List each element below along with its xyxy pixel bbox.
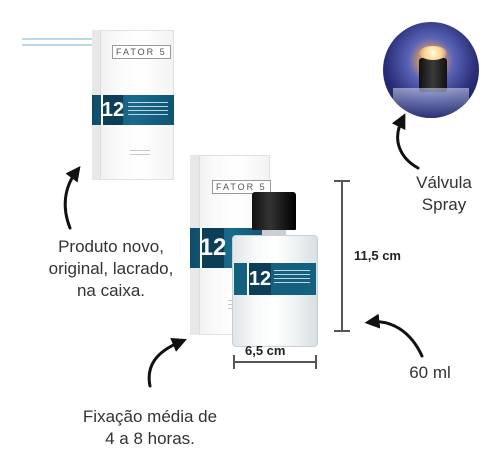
width-dimension-line: [234, 361, 316, 363]
valve-caption-line2: Spray: [421, 195, 467, 214]
arrow-to-box-icon: [63, 165, 81, 230]
box-footer-text: [130, 150, 150, 158]
new-product-line1: Produto novo,: [58, 237, 164, 256]
product-number: 12: [200, 228, 226, 268]
width-label: 6,5 cm: [245, 343, 286, 358]
bottle-label-text: [274, 270, 310, 284]
width-tick-left: [233, 355, 235, 369]
brand-logo: FATOR 5: [112, 45, 171, 59]
fixation-line1: Fixação média de: [82, 407, 218, 426]
fixation-line2: 4 a 8 horas.: [105, 429, 195, 448]
spray-mist-line: [22, 38, 92, 40]
bottle-neck: [262, 230, 286, 235]
new-product-line2: original, lacrado,: [48, 259, 174, 278]
height-tick-top: [334, 180, 350, 182]
arrow-to-bottle-icon: [364, 313, 424, 358]
height-tick-bottom: [334, 330, 350, 332]
valve-light: [419, 46, 447, 60]
width-tick-right: [315, 355, 317, 369]
valve-caption: Válvula Spray: [404, 172, 484, 216]
box-label-text: [128, 102, 168, 116]
height-dimension-line: [341, 180, 343, 332]
fixation-caption: Fixação média de 4 a 8 horas.: [50, 406, 250, 450]
product-number: 12: [101, 95, 124, 125]
spray-mist-line: [22, 44, 92, 46]
brand-logo: FATOR 5: [212, 180, 271, 194]
arrow-to-valve-icon: [391, 113, 420, 170]
bottle-product-number: 12: [247, 263, 271, 295]
valve-nozzle: [419, 58, 447, 92]
arrow-to-fixation-icon: [147, 337, 187, 388]
spray-valve-photo: [383, 22, 479, 118]
valve-caption-line1: Válvula: [416, 173, 472, 192]
volume-caption: 60 ml: [409, 363, 451, 382]
new-product-line3: na caixa.: [76, 281, 146, 300]
valve-glass-edge: [393, 88, 469, 118]
new-product-caption: Produto novo, original, lacrado, na caix…: [30, 236, 192, 302]
height-label: 11,5 cm: [354, 248, 401, 263]
bottle-cap: [252, 192, 296, 230]
